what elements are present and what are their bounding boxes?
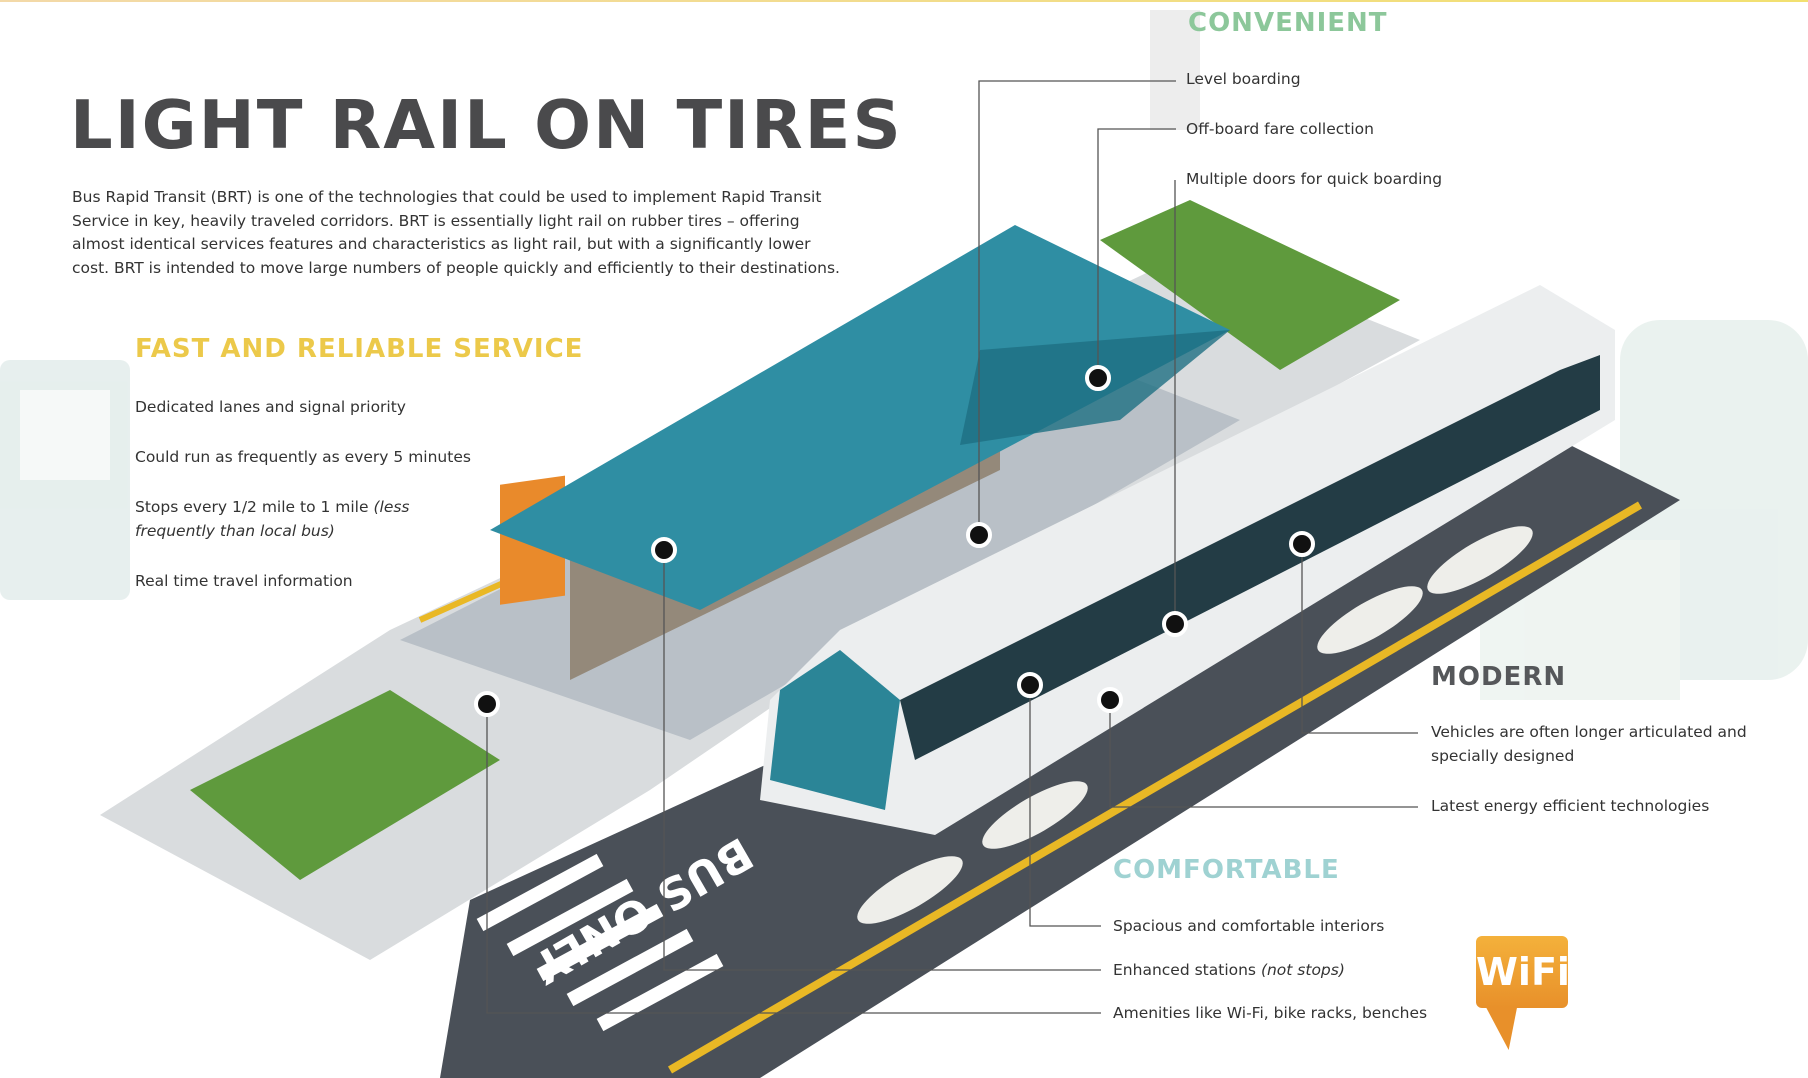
fast-item-text: Could run as frequently as every 5 minut… [135,448,471,466]
page-title: LIGHT RAIL ON TIRES [70,86,903,164]
heading-comfortable: COMFORTABLE [1113,855,1340,885]
convenient-item: Multiple doors for quick boarding [1186,170,1443,188]
bus-windshield [770,650,900,810]
callout-dots [474,365,1315,717]
comfortable-item: Amenities like Wi-Fi, bike racks, benche… [1113,1001,1427,1025]
road-center-line [667,501,1643,1074]
platform-edge-line [418,577,512,623]
top-accent-line [0,0,1808,2]
convenient-item: Level boarding [1186,70,1301,88]
fast-item-text: Stops every 1/2 mile to 1 mile [135,498,374,516]
crosswalk [476,853,724,1032]
leader-lines [486,80,1418,1014]
grass-left [190,690,500,880]
heading-modern: MODERN [1431,662,1567,692]
background-scenery [0,10,1808,700]
heading-convenient: CONVENIENT [1188,8,1388,38]
comfortable-item-text: Spacious and comfortable interiors [1113,917,1385,935]
wifi-badge-icon: WiFi [1476,936,1570,1008]
comfortable-item: Enhanced stations (not stops) [1113,958,1345,982]
fast-item: Dedicated lanes and signal priority [135,395,406,419]
comfortable-item-text: Amenities like Wi-Fi, bike racks, benche… [1113,1004,1428,1022]
heading-fast-reliable: FAST AND RELIABLE SERVICE [135,334,584,364]
lane-dividers [857,526,1533,924]
modern-item: Latest energy efficient technologies [1431,797,1710,815]
intro-paragraph: Bus Rapid Transit (BRT) is one of the te… [72,188,840,277]
fast-item-text: Real time travel information [135,572,353,590]
convenient-item: Off-board fare collection [1186,120,1374,138]
bus-windows [900,355,1600,760]
comfortable-item: Spacious and comfortable interiors [1113,914,1384,938]
fast-item: Could run as frequently as every 5 minut… [135,445,471,469]
comfortable-item-text: Enhanced stations [1113,961,1261,979]
modern-item: Vehicles are often longer articulated an… [1431,723,1747,765]
comfortable-item-note: (not stops) [1260,961,1345,979]
shelter-roof [490,225,1230,610]
fast-item: Real time travel information [135,569,353,593]
fast-item-text: Dedicated lanes and signal priority [135,398,406,416]
fast-item: Stops every 1/2 mile to 1 mile (less fre… [135,495,455,543]
fast-item-note: (less frequently than local bus) [135,498,410,540]
